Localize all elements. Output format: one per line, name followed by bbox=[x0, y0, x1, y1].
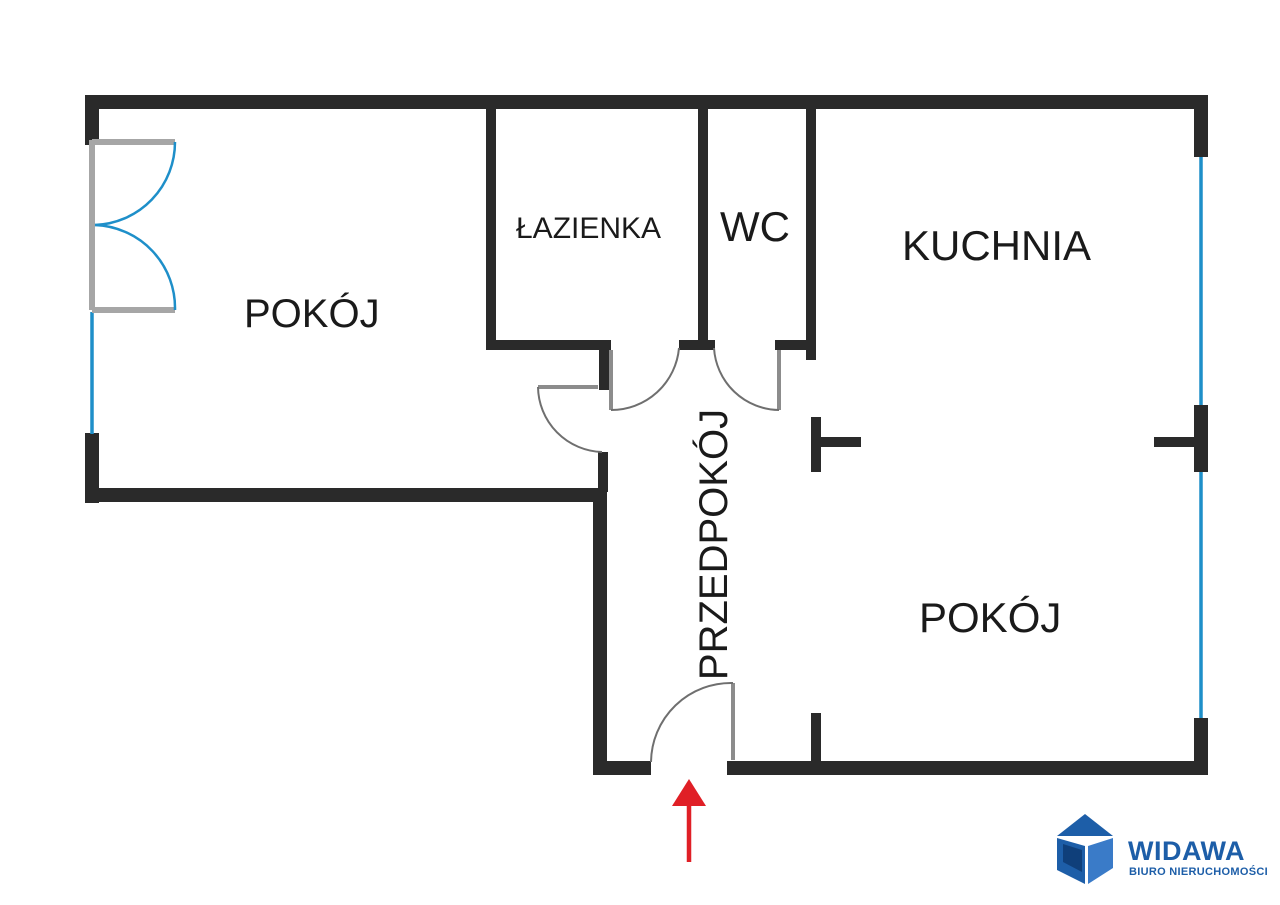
up-arrow-icon bbox=[672, 779, 706, 862]
walls bbox=[85, 95, 1208, 775]
room-label-lazienka: ŁAZIENKA bbox=[516, 212, 662, 245]
balcony-french-door bbox=[89, 139, 177, 313]
logo-subtitle: BIURO NIERUCHOMOŚCI bbox=[1129, 866, 1268, 878]
room-label-pokoj-left: POKÓJ bbox=[244, 292, 380, 336]
windows bbox=[90, 157, 1203, 718]
room-label-przedpokoj: PRZEDPOKÓJ bbox=[692, 408, 737, 681]
house-logo-icon bbox=[1057, 814, 1113, 884]
room-label-wc: WC bbox=[720, 203, 790, 250]
logo-name: WIDAWA bbox=[1128, 836, 1245, 866]
room-label-pokoj-right: POKÓJ bbox=[919, 594, 1062, 641]
room-label-kuchnia: KUCHNIA bbox=[902, 222, 1092, 269]
doors bbox=[537, 347, 781, 763]
